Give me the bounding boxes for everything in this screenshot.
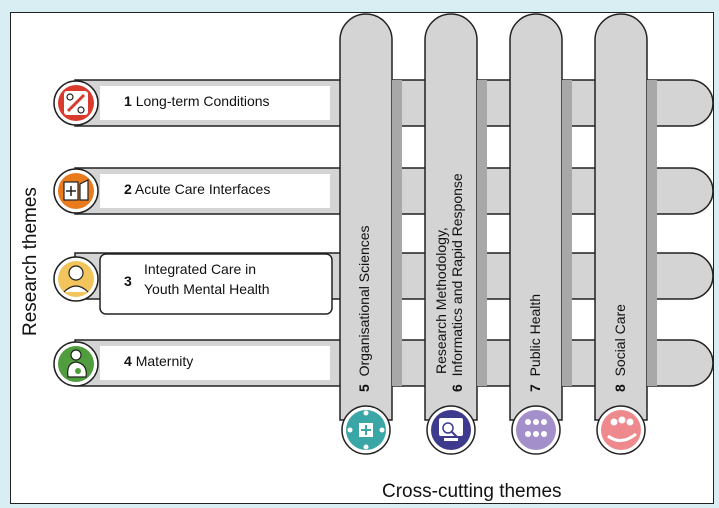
research-theme-2-title: Acute Care Interfaces bbox=[134, 181, 271, 197]
research-theme-1-label: 1 Long-term Conditions bbox=[124, 93, 270, 109]
cross-theme-8-number: 8 bbox=[612, 384, 628, 392]
cross-theme-7-label: 7 Public Health bbox=[527, 294, 543, 392]
cross-columns bbox=[339, 13, 648, 421]
cross-theme-6-title-line-2: Informatics and Rapid Response bbox=[449, 173, 465, 377]
research-theme-3-title-line-1: Integrated Care in bbox=[144, 261, 257, 277]
cross-theme-6-title-line-1: Research Methodology, bbox=[433, 227, 449, 374]
hospital-icon bbox=[53, 168, 99, 214]
cross-theme-8-title: Social Care bbox=[612, 304, 628, 377]
youth-head-icon bbox=[53, 256, 99, 302]
column-shadows bbox=[392, 80, 657, 386]
research-theme-2-number: 2 bbox=[124, 181, 132, 197]
research-label-boxes bbox=[99, 86, 333, 380]
research-theme-3-number: 3 bbox=[124, 273, 132, 289]
column-shadow-7 bbox=[562, 80, 572, 386]
cross-column-7 bbox=[509, 13, 563, 421]
cross-axis-label: Cross-cutting themes bbox=[382, 481, 562, 502]
cross-theme-8-label: 8 Social Care bbox=[612, 304, 628, 392]
column-shadow-6 bbox=[477, 80, 487, 386]
research-theme-3-label: 3 Integrated Care in Youth Mental Health bbox=[124, 259, 270, 299]
conditions-icon bbox=[53, 80, 99, 126]
network-icon bbox=[341, 405, 391, 455]
cross-theme-6-label: Research Methodology, 6 Informatics and … bbox=[433, 173, 465, 392]
cross-theme-5-number: 5 bbox=[356, 384, 372, 392]
research-label-box-3 bbox=[99, 253, 333, 315]
cross-theme-6-number: 6 bbox=[449, 384, 465, 392]
research-theme-2-label: 2 Acute Care Interfaces bbox=[124, 181, 270, 197]
pregnancy-icon bbox=[53, 341, 99, 387]
column-shadow-5 bbox=[392, 80, 402, 386]
population-icon bbox=[511, 405, 561, 455]
monitor-magnifier-icon bbox=[426, 405, 476, 455]
research-theme-1-title: Long-term Conditions bbox=[135, 93, 270, 109]
cross-column-8 bbox=[594, 13, 648, 421]
cross-column-5 bbox=[339, 13, 393, 421]
research-axis-label: Research themes bbox=[20, 187, 41, 336]
research-label-box-1 bbox=[100, 86, 330, 120]
column-shadow-8 bbox=[647, 80, 657, 386]
cross-column-6 bbox=[424, 13, 478, 421]
research-theme-4-title: Maternity bbox=[135, 353, 194, 369]
cross-theme-7-title: Public Health bbox=[527, 293, 543, 377]
cross-theme-5-label: 5 Organisational Sciences bbox=[356, 225, 372, 392]
research-label-box-2 bbox=[100, 174, 330, 208]
cross-theme-7-number: 7 bbox=[527, 384, 543, 392]
cross-theme-5-title: Organisational Sciences bbox=[356, 225, 372, 377]
care-hand-icon bbox=[596, 405, 646, 455]
research-theme-1-number: 1 bbox=[124, 93, 132, 109]
research-theme-4-label: 4 Maternity bbox=[124, 353, 193, 369]
research-label-box-4 bbox=[100, 346, 330, 380]
research-theme-4-number: 4 bbox=[124, 353, 132, 369]
research-theme-3-title-line-2: Youth Mental Health bbox=[144, 281, 270, 297]
